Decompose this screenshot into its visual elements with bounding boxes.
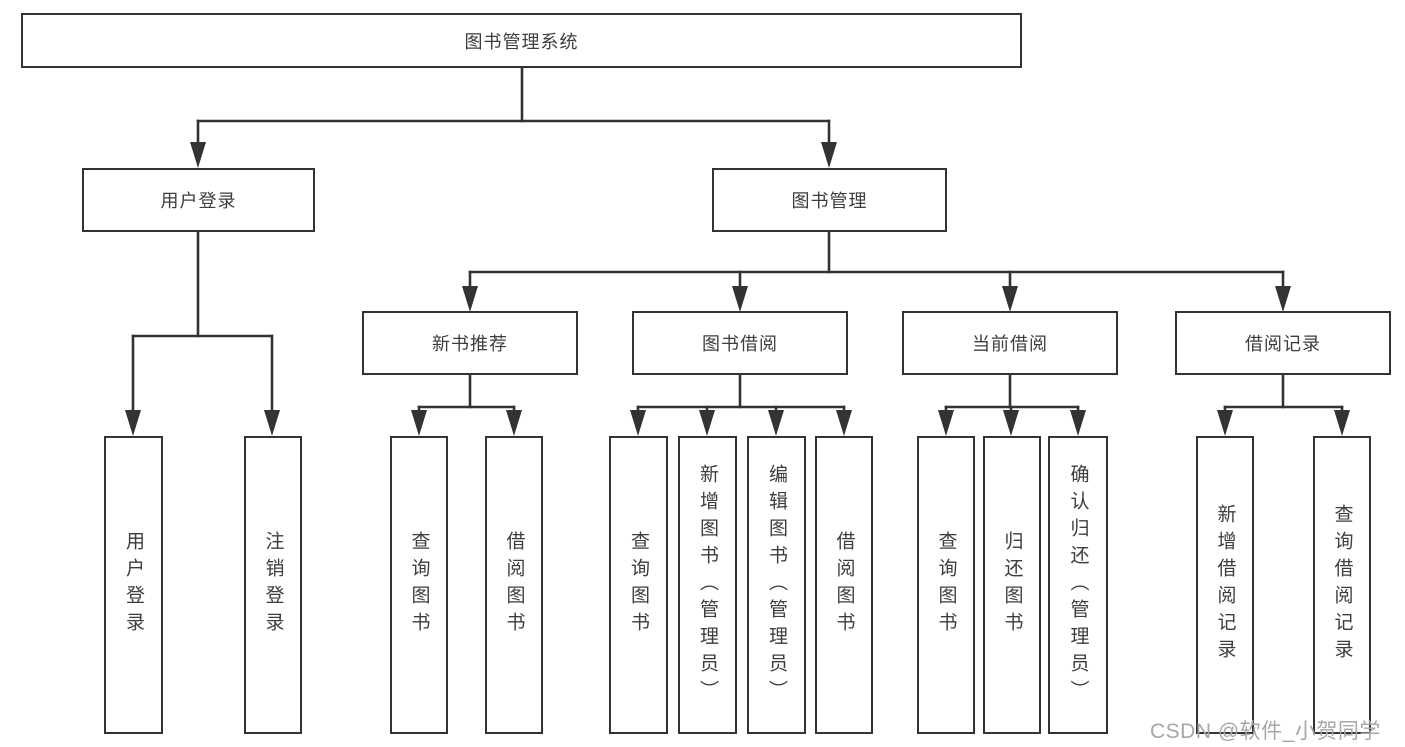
connector-group-borrow-records [1217,373,1350,436]
node-root: 图书管理系统 [21,13,1022,68]
leaf-confirm-return-admin: 确认归还（管理员） [1048,436,1108,734]
leaf-user-login: 用户登录 [104,436,163,734]
node-current-borrow: 当前借阅 [902,311,1118,375]
leaf-query-books-recommend: 查询图书 [390,436,448,734]
node-user-login-branch: 用户登录 [82,168,315,232]
connector-book-mgmt-to-level3 [462,230,1291,312]
leaf-query-books-borrow: 查询图书 [609,436,668,734]
node-new-book-recommend: 新书推荐 [362,311,578,375]
connector-group-book-borrow [630,373,852,436]
leaf-add-borrow-record: 新增借阅记录 [1196,436,1254,734]
csdn-watermark: CSDN @软件_小贺同学 [1150,720,1381,743]
connector-group-new-book [411,373,522,436]
node-book-management-branch: 图书管理 [712,168,947,232]
leaf-return-books: 归还图书 [983,436,1041,734]
connector-user-login-branch [125,230,280,436]
node-borrow-records: 借阅记录 [1175,311,1391,375]
leaf-add-books-admin: 新增图书（管理员） [678,436,737,734]
leaf-logout-login: 注销登录 [244,436,302,734]
connector-root-to-level2 [190,66,837,168]
leaf-query-books-current: 查询图书 [917,436,975,734]
leaf-borrow-books: 借阅图书 [815,436,873,734]
node-book-borrow: 图书借阅 [632,311,848,375]
leaf-edit-books-admin: 编辑图书（管理员） [747,436,806,734]
leaf-borrow-books-recommend: 借阅图书 [485,436,543,734]
connector-group-current-borrow [938,373,1086,436]
leaf-query-borrow-record: 查询借阅记录 [1313,436,1371,734]
